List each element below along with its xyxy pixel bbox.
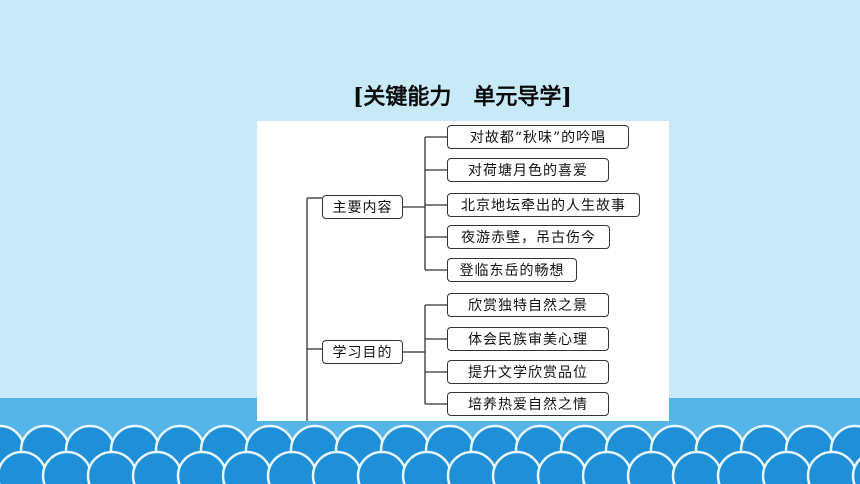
content-item: 登临东岳的畅想 — [447, 258, 577, 282]
connector-lines — [306, 136, 447, 421]
slide-title: [关键能力 单元导学] — [353, 84, 572, 110]
goal-item: 体会民族审美心理 — [447, 327, 609, 351]
content-item: 对荷塘月色的喜爱 — [447, 158, 609, 182]
mind-map: 主要内容 对故都“秋味”的吟唱 对荷塘月色的喜爱 北京地坛牵出的人生故事 夜游赤… — [257, 121, 669, 421]
goal-item: 欣赏独特自然之景 — [447, 293, 609, 317]
content-item: 对故都“秋味”的吟唱 — [447, 125, 629, 149]
wave-decoration — [0, 424, 860, 484]
content-item: 夜游赤壁，吊古伤今 — [447, 225, 610, 249]
branch-learning-goals: 学习目的 — [322, 340, 403, 364]
branch-main-content: 主要内容 — [322, 195, 403, 219]
goal-item: 培养热爱自然之情 — [447, 392, 609, 416]
content-item: 北京地坛牵出的人生故事 — [447, 193, 640, 217]
goal-item: 提升文学欣赏品位 — [447, 360, 609, 384]
